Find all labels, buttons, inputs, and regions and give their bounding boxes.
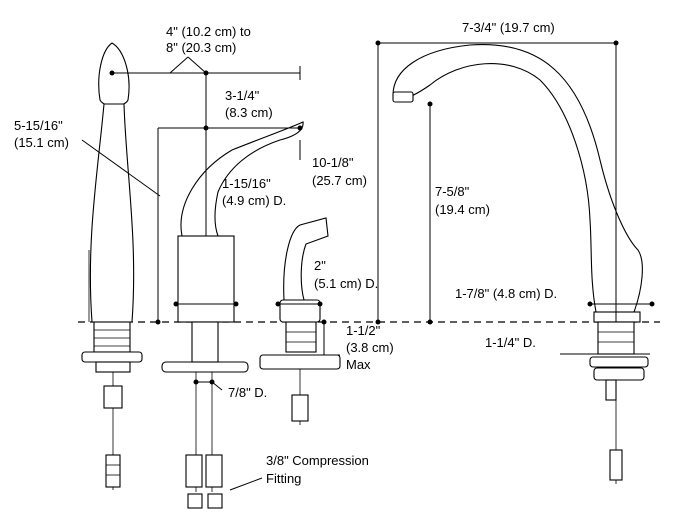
handle-base-label-1: 1-15/16" <box>222 176 271 191</box>
hole-dia-label: 1-1/4" D. <box>485 335 536 350</box>
spray-dia-label-2: (5.1 cm) D. <box>314 276 378 291</box>
side-body-left <box>81 42 143 490</box>
dimension-dots <box>109 40 655 385</box>
handle-height-label-1: 10-1/8" <box>312 155 354 170</box>
dimension-lines <box>81 42 652 491</box>
compression-label-2: Fitting <box>266 471 301 486</box>
handle-reach-label-1: 3-1/4" <box>225 88 260 103</box>
deck-label-2: (3.8 cm) <box>346 340 394 355</box>
handle-reach-label-2: (8.3 cm) <box>225 105 273 120</box>
compression-label-1: 3/8" Compression <box>266 453 369 468</box>
deck-label-3: Max <box>346 357 371 372</box>
left-height-label-2: (15.1 cm) <box>14 135 69 150</box>
spout-height-label-1: 7-5/8" <box>435 184 470 199</box>
spray-dia-label-1: 2" <box>314 258 326 273</box>
kitchen-spout <box>392 43 649 484</box>
spout-height-label-2: (19.4 cm) <box>435 202 490 217</box>
spout-reach-label: 7-3/4" (19.7 cm) <box>462 20 555 35</box>
spread-label-2: 8" (20.3 cm) <box>166 40 236 55</box>
shank-dia-label: 7/8" D. <box>228 385 267 400</box>
handle-valve-body <box>161 121 304 509</box>
side-spray <box>259 217 341 425</box>
deck-label-1: 1-1/2" <box>346 323 381 338</box>
handle-height-label-2: (25.7 cm) <box>312 173 367 188</box>
handle-base-label-2: (4.9 cm) D. <box>222 193 286 208</box>
left-height-label-1: 5-15/16" <box>14 118 63 133</box>
spout-base-dia-label: 1-7/8" (4.8 cm) D. <box>455 286 557 301</box>
spread-label-1: 4" (10.2 cm) to <box>166 24 251 39</box>
